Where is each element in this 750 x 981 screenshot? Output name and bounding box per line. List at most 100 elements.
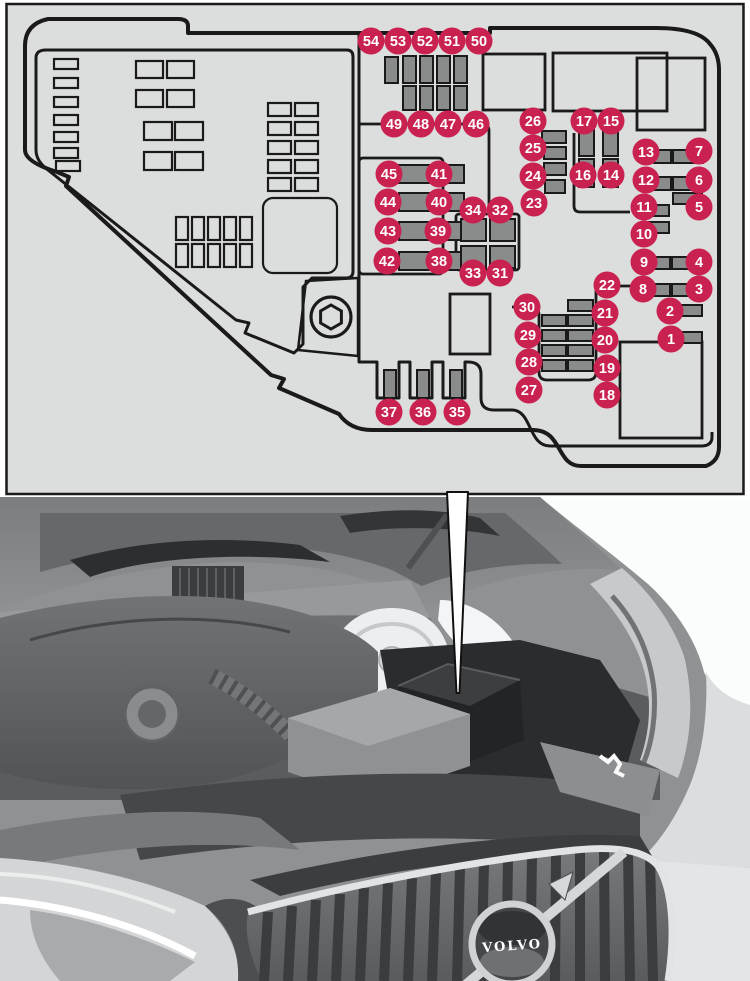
- fuse-marker-number: 13: [638, 145, 654, 161]
- fuse-marker-circle: [629, 275, 657, 303]
- fuse-marker-48: 48: [407, 110, 435, 138]
- wiper-arm: [70, 540, 330, 577]
- fuse-marker-circle: [373, 247, 401, 275]
- fuse-marker-number: 54: [363, 34, 379, 50]
- fuse-marker-54: 54: [357, 27, 385, 55]
- fuse-marker-40: 40: [425, 188, 453, 216]
- fuse-marker-number: 28: [521, 355, 537, 371]
- fuse-marker-number: 31: [492, 266, 508, 282]
- fuse-marker-number: 51: [444, 34, 460, 50]
- fuse-marker-21: 21: [591, 299, 619, 327]
- fuse-marker-circle: [459, 259, 487, 287]
- bolt-hex-icon: [319, 303, 343, 331]
- fuse-marker-28: 28: [515, 348, 543, 376]
- fuse-marker-circle: [425, 160, 453, 188]
- badge-arrow-icon: [548, 871, 574, 901]
- fuse-marker-circle: [630, 220, 658, 248]
- fuse-marker-number: 20: [597, 333, 613, 349]
- badge-text: VOLVO: [481, 937, 543, 956]
- fuse-marker-number: 53: [390, 34, 406, 50]
- fuse-marker-number: 4: [695, 255, 703, 271]
- fuse-marker-circle: [425, 247, 453, 275]
- fuse-marker-circle: [591, 326, 619, 354]
- fuse-marker-circle: [597, 161, 625, 189]
- hose-clip: [598, 752, 625, 778]
- fuse-marker-number: 12: [638, 173, 654, 189]
- fuse-marker-number: 1: [667, 332, 675, 348]
- fuse-marker-circle: [685, 166, 713, 194]
- fuse-marker-circle: [570, 107, 598, 135]
- fuse-box-edge: [397, 662, 521, 687]
- fuse-marker-circle: [443, 398, 471, 426]
- fuse-marker-number: 18: [599, 388, 615, 404]
- fuse-marker-30: 30: [513, 293, 541, 321]
- fuse-marker-circle: [515, 348, 543, 376]
- fuse-marker-number: 25: [525, 141, 541, 157]
- fuse-marker-circle: [465, 27, 493, 55]
- fuse-marker-11: 11: [630, 193, 658, 221]
- fuse-marker-9: 9: [630, 248, 658, 276]
- fuse-marker-circle: [424, 217, 452, 245]
- fuse-marker-37: 37: [375, 398, 403, 426]
- compartment-line: [572, 133, 630, 214]
- fuse-marker-number: 21: [597, 306, 613, 322]
- intake-duct-ribs: [208, 668, 298, 742]
- fuse-marker-number: 49: [386, 117, 402, 133]
- fuse-marker-circle: [357, 27, 385, 55]
- fuse-marker-circle: [632, 166, 660, 194]
- fuse-marker-circle: [375, 160, 403, 188]
- fuse-marker-number: 15: [603, 114, 619, 130]
- fuse-marker-circle: [593, 354, 621, 382]
- fuse-marker-number: 33: [465, 266, 481, 282]
- fuse-marker-1: 1: [657, 325, 685, 353]
- fuse-marker-number: 7: [695, 144, 703, 160]
- fuse-marker-number: 40: [431, 195, 447, 211]
- fuse-marker-6: 6: [685, 166, 713, 194]
- fuse-marker-circle: [384, 27, 412, 55]
- fuse-marker-14: 14: [597, 161, 625, 189]
- fuse-marker-number: 11: [636, 200, 651, 216]
- fusebox-divider-and-comb: [357, 33, 714, 448]
- fuse-marker-circle: [375, 398, 403, 426]
- fuse-marker-number: 9: [640, 255, 648, 271]
- fuse-marker-3: 3: [685, 275, 713, 303]
- fuse-marker-circle: [519, 162, 547, 190]
- fuse-marker-39: 39: [424, 217, 452, 245]
- fuse-marker-18: 18: [593, 381, 621, 409]
- fuse-marker-circle: [685, 193, 713, 221]
- fuse-marker-number: 38: [431, 254, 447, 270]
- fuse-marker-19: 19: [593, 354, 621, 382]
- callout-pointer: [446, 491, 469, 694]
- fuse-marker-number: 8: [639, 282, 647, 298]
- headlight-inner: [30, 910, 195, 981]
- fuse-marker-47: 47: [434, 110, 462, 138]
- fuse-marker-49: 49: [380, 110, 408, 138]
- hood-strut: [405, 513, 450, 570]
- fuse-marker-53: 53: [384, 27, 412, 55]
- fuse-marker-circle: [513, 293, 541, 321]
- fuse-marker-32: 32: [486, 196, 514, 224]
- fuse-marker-number: 30: [519, 300, 535, 316]
- fuse-marker-2: 2: [656, 297, 684, 325]
- body-side-panel: [640, 672, 750, 872]
- side-rail: [590, 568, 691, 778]
- slam-panel-left: [0, 811, 300, 872]
- fuse-marker-circle: [597, 107, 625, 135]
- badge-disc-light: [480, 947, 544, 977]
- fuse-marker-number: 29: [520, 328, 536, 344]
- fuse-marker-circle: [520, 189, 548, 217]
- fuse-marker-circle: [656, 297, 684, 325]
- fuse-marker-12: 12: [632, 166, 660, 194]
- headlight-trim: [0, 872, 176, 914]
- fuse-marker-51: 51: [438, 27, 466, 55]
- fuse-marker-number: 14: [603, 168, 619, 184]
- fuse-marker-44: 44: [374, 188, 402, 216]
- badge-ring: [468, 900, 556, 981]
- panel-frame: [5, 2, 745, 496]
- fuse-marker-50: 50: [465, 27, 493, 55]
- badge-disc-shade: [478, 911, 546, 945]
- fuse-marker-number: 32: [492, 203, 508, 219]
- fuse-marker-circle: [630, 248, 658, 276]
